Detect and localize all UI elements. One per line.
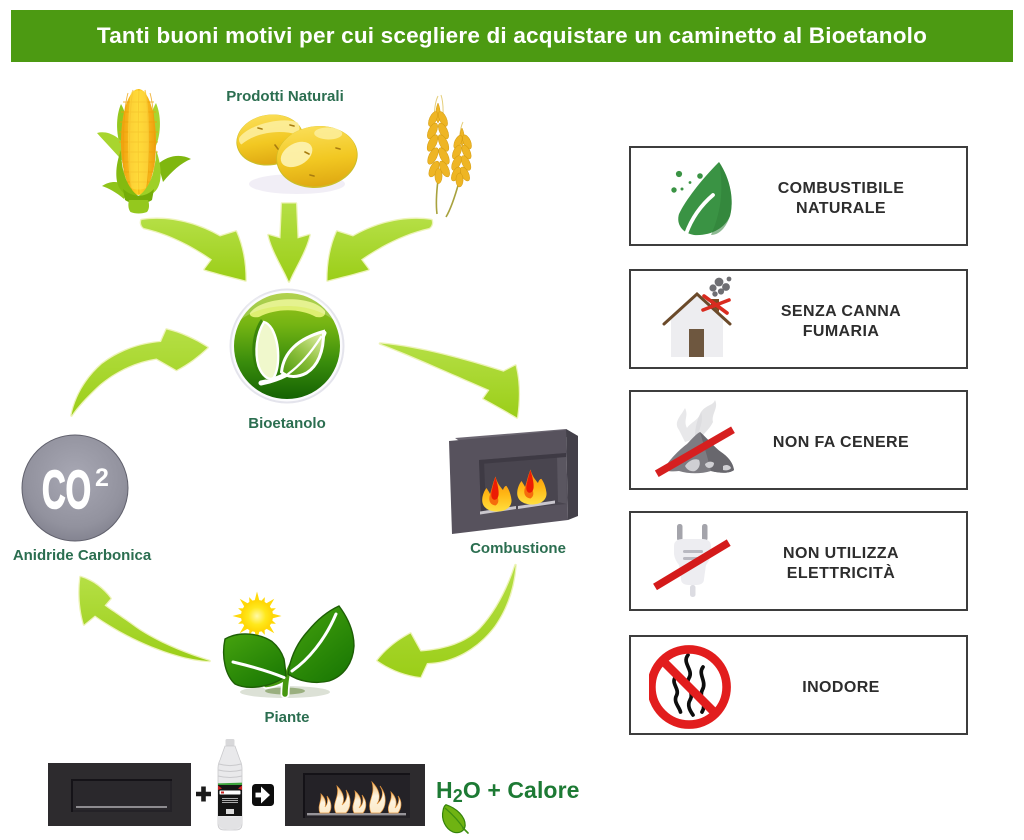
svg-text:CO: CO [42,460,91,520]
svg-text:2: 2 [95,464,109,492]
